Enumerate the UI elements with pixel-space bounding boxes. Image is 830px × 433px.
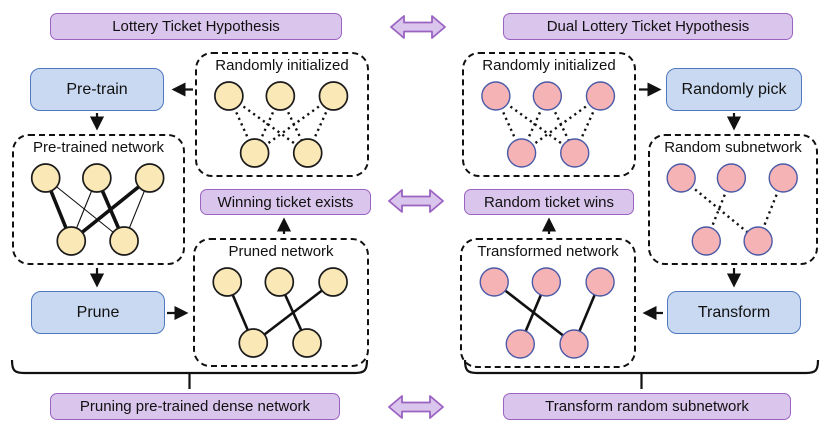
- network-edge: [306, 95, 335, 154]
- randomly-pick-box: Randomly pick: [666, 68, 802, 111]
- network-label: Pre-trained network: [33, 139, 164, 156]
- network-node: [265, 81, 296, 111]
- network-box-transformed: Transformed network: [460, 238, 636, 368]
- network-node: [506, 138, 537, 168]
- prune-box: Prune: [31, 291, 165, 334]
- network-edge: [520, 95, 549, 154]
- network-node: [214, 81, 244, 111]
- double-arrow-icon: [390, 15, 446, 39]
- random-ticket-label: Random ticket wins: [483, 193, 615, 211]
- network-edge: [573, 95, 602, 154]
- network-label: Transformed network: [477, 243, 619, 260]
- network-graph: [214, 81, 349, 168]
- network-node: [134, 163, 165, 193]
- network-box-pruned: Pruned network: [193, 238, 369, 367]
- network-node: [239, 138, 270, 168]
- network-box-pretrained: Pre-trained network: [12, 134, 185, 265]
- network-edge: [252, 280, 334, 345]
- pretrain-box: Pre-train: [30, 68, 164, 111]
- network-box-randomly-initialized-right: Randomly initialized: [462, 52, 636, 177]
- network-edge: [253, 95, 282, 154]
- network-node: [585, 81, 616, 111]
- network-node: [212, 267, 243, 297]
- network-edge: [45, 177, 125, 242]
- network-edge: [680, 177, 759, 242]
- network-node: [716, 163, 747, 193]
- randomly-pick-label: Randomly pick: [681, 80, 787, 98]
- pretrain-label: Pre-train: [66, 80, 128, 98]
- network-label: Random subnetwork: [664, 139, 802, 156]
- network-label: Randomly initialized: [482, 57, 616, 74]
- network-node: [56, 226, 87, 256]
- hypothesis-title-right-label: Dual Lottery Ticket Hypothesis: [546, 18, 750, 35]
- network-box-random-subnetwork: Random subnetwork: [648, 134, 818, 265]
- footer-right-box: Transform random subnetwork: [503, 393, 791, 420]
- network-node: [238, 328, 269, 358]
- network-graph: [479, 267, 615, 359]
- network-node: [666, 163, 696, 193]
- network-node: [585, 267, 615, 297]
- winning-ticket-banner: Winning ticket exists: [200, 189, 371, 215]
- hypothesis-title-right: Dual Lottery Ticket Hypothesis: [503, 13, 793, 40]
- network-edge: [70, 176, 151, 243]
- network-label: Randomly initialized: [215, 57, 349, 74]
- network-graph: [212, 267, 348, 358]
- network-graph: [666, 163, 798, 256]
- network-edge: [253, 95, 335, 154]
- network-node: [292, 138, 323, 168]
- double-arrow-icon: [388, 395, 444, 419]
- network-node: [81, 163, 112, 193]
- network-node: [318, 81, 349, 111]
- network-graph: [481, 81, 616, 168]
- network-edge: [494, 95, 523, 154]
- network-graph: [30, 163, 165, 256]
- footer-left-box: Pruning pre-trained dense network: [50, 393, 340, 420]
- network-box-randomly-initialized-left: Randomly initialized: [195, 52, 369, 177]
- network-node: [532, 81, 563, 111]
- network-node: [531, 267, 562, 297]
- network-node: [743, 226, 773, 256]
- footer-left-label: Pruning pre-trained dense network: [79, 398, 311, 415]
- hypothesis-title-left: Lottery Ticket Hypothesis: [50, 13, 342, 40]
- random-ticket-banner: Random ticket wins: [464, 189, 634, 215]
- prune-label: Prune: [76, 303, 120, 321]
- network-edge: [520, 95, 602, 154]
- network-node: [109, 226, 139, 256]
- network-node: [560, 138, 590, 168]
- double-arrow-icon: [388, 189, 444, 213]
- network-node: [479, 267, 509, 297]
- network-label: Pruned network: [228, 243, 334, 260]
- transform-label: Transform: [697, 303, 771, 321]
- network-node: [505, 329, 535, 359]
- network-node: [30, 163, 61, 193]
- network-edge: [227, 95, 256, 154]
- network-node: [292, 328, 322, 358]
- network-node: [318, 267, 348, 297]
- network-node: [481, 81, 511, 111]
- footer-right-label: Transform random subnetwork: [545, 398, 749, 415]
- network-node: [559, 329, 589, 359]
- winning-ticket-label: Winning ticket exists: [217, 193, 354, 211]
- transform-box: Transform: [667, 291, 801, 334]
- hypothesis-title-left-label: Lottery Ticket Hypothesis: [112, 18, 280, 35]
- network-node: [691, 226, 721, 256]
- network-node: [768, 163, 798, 193]
- network-node: [264, 267, 295, 297]
